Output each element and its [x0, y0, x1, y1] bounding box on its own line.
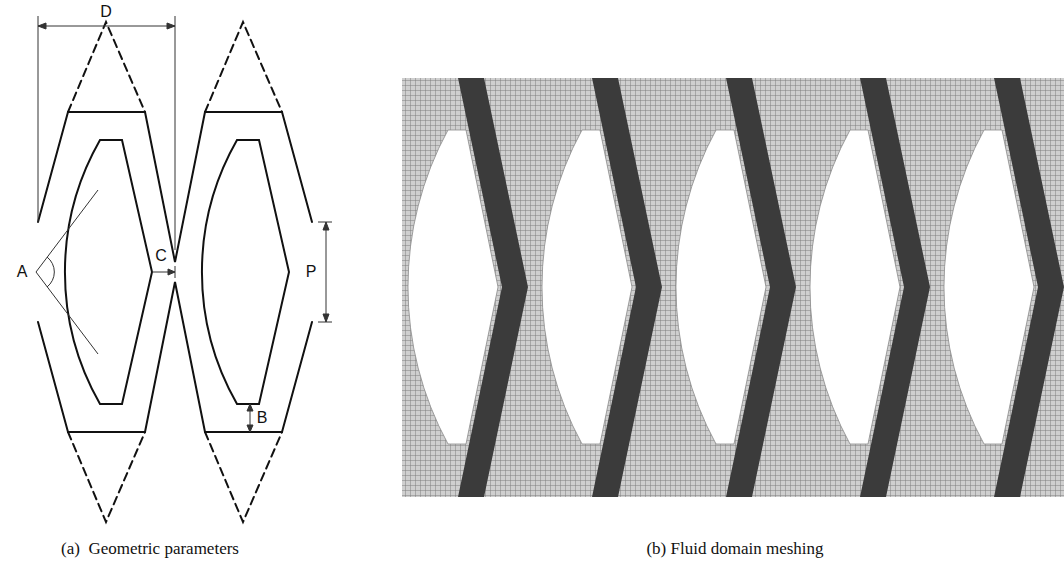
mesh-domain — [402, 78, 1064, 497]
solid-wall — [860, 78, 930, 497]
dimension-label: A — [17, 263, 28, 281]
solid-wall — [458, 78, 528, 497]
solid-wall — [994, 78, 1064, 497]
dimension-label: P — [306, 263, 317, 281]
solid-wall — [726, 78, 796, 497]
dimension-label: D — [100, 3, 112, 21]
subfigure-caption: (b) Fluid domain meshing — [646, 540, 823, 559]
solid-wall — [592, 78, 662, 497]
dimension-label: B — [257, 409, 268, 427]
subfigure-caption: (a) Geometric parameters — [61, 540, 239, 559]
dimension-lines — [36, 16, 332, 432]
dimension-label: C — [155, 247, 167, 265]
